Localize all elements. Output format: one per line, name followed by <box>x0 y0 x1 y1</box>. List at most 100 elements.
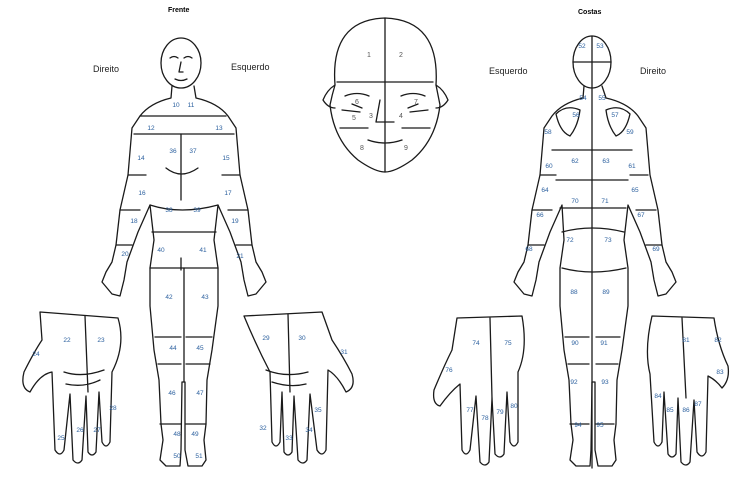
region-number-52: 52 <box>578 43 586 50</box>
region-number-20: 20 <box>121 251 129 258</box>
region-number-64: 64 <box>541 187 549 194</box>
region-number-85: 85 <box>666 407 674 414</box>
region-number-5: 5 <box>352 115 356 122</box>
region-number-71: 71 <box>601 198 609 205</box>
region-number-36: 36 <box>169 148 177 155</box>
region-number-60: 60 <box>545 163 553 170</box>
region-number-42: 42 <box>165 294 173 301</box>
region-number-17: 17 <box>224 190 232 197</box>
head-detail <box>323 18 448 172</box>
region-number-43: 43 <box>201 294 209 301</box>
region-number-12: 12 <box>147 125 155 132</box>
region-number-4: 4 <box>399 113 403 120</box>
region-number-33: 33 <box>285 435 293 442</box>
region-number-1: 1 <box>367 52 371 59</box>
region-number-53: 53 <box>596 43 604 50</box>
region-number-35: 35 <box>314 407 322 414</box>
region-number-8: 8 <box>360 145 364 152</box>
region-number-87: 87 <box>694 401 702 408</box>
region-number-78: 78 <box>481 415 489 422</box>
region-number-61: 61 <box>628 163 636 170</box>
region-number-75: 75 <box>504 340 512 347</box>
region-number-31: 31 <box>340 349 348 356</box>
region-number-11: 11 <box>188 102 195 109</box>
region-number-94: 94 <box>574 422 582 429</box>
region-number-28: 28 <box>109 405 117 412</box>
region-number-41: 41 <box>199 247 207 254</box>
region-number-40: 40 <box>157 247 165 254</box>
region-number-69: 69 <box>652 246 660 253</box>
region-number-32: 32 <box>259 425 267 432</box>
region-number-22: 22 <box>63 337 71 344</box>
region-number-16: 16 <box>138 190 146 197</box>
region-number-6: 6 <box>355 99 359 106</box>
region-number-34: 34 <box>305 427 313 434</box>
region-number-21: 21 <box>236 253 244 260</box>
region-number-51: 51 <box>195 453 203 460</box>
region-number-63: 63 <box>602 158 610 165</box>
region-number-44: 44 <box>169 345 177 352</box>
region-number-13: 13 <box>215 125 223 132</box>
region-number-48: 48 <box>173 431 181 438</box>
region-number-93: 93 <box>601 379 609 386</box>
region-number-58: 58 <box>544 129 552 136</box>
region-number-82: 82 <box>714 337 722 344</box>
region-number-92: 92 <box>570 379 578 386</box>
region-number-65: 65 <box>631 187 639 194</box>
region-number-66: 66 <box>536 212 544 219</box>
region-number-50: 50 <box>173 453 181 460</box>
region-number-84: 84 <box>654 393 662 400</box>
region-number-7: 7 <box>414 99 418 106</box>
region-number-9: 9 <box>404 145 408 152</box>
region-number-14: 14 <box>137 155 145 162</box>
region-number-37: 37 <box>189 148 197 155</box>
region-number-90: 90 <box>571 340 579 347</box>
region-number-27: 27 <box>93 427 101 434</box>
region-number-88: 88 <box>570 289 578 296</box>
region-number-89: 89 <box>602 289 610 296</box>
region-number-56: 56 <box>572 112 580 119</box>
region-number-24: 24 <box>32 351 40 358</box>
front-right-palm <box>23 312 121 463</box>
region-number-70: 70 <box>571 198 579 205</box>
region-number-77: 77 <box>466 407 474 414</box>
region-number-45: 45 <box>196 345 204 352</box>
region-number-80: 80 <box>510 403 518 410</box>
region-number-26: 26 <box>76 427 84 434</box>
region-number-2: 2 <box>399 52 403 59</box>
region-number-62: 62 <box>571 158 579 165</box>
region-number-29: 29 <box>262 335 270 342</box>
region-number-59: 59 <box>626 129 634 136</box>
region-number-47: 47 <box>196 390 204 397</box>
region-number-81: 81 <box>682 337 690 344</box>
region-number-38: 38 <box>165 207 173 214</box>
back-left-hand <box>434 316 525 465</box>
region-number-23: 23 <box>97 337 105 344</box>
region-number-3: 3 <box>369 113 373 120</box>
region-number-18: 18 <box>130 218 138 225</box>
region-number-49: 49 <box>191 431 199 438</box>
region-number-19: 19 <box>231 218 239 225</box>
region-number-57: 57 <box>611 112 619 119</box>
region-number-91: 91 <box>600 340 608 347</box>
region-number-30: 30 <box>298 335 306 342</box>
region-number-79: 79 <box>496 409 504 416</box>
region-number-15: 15 <box>222 155 230 162</box>
region-number-55: 55 <box>598 95 606 102</box>
region-number-73: 73 <box>604 237 612 244</box>
region-number-68: 68 <box>525 246 533 253</box>
region-number-83: 83 <box>716 369 724 376</box>
region-number-39: 39 <box>193 207 201 214</box>
region-number-10: 10 <box>172 102 180 109</box>
region-number-74: 74 <box>472 340 480 347</box>
region-number-46: 46 <box>168 390 176 397</box>
region-number-25: 25 <box>57 435 65 442</box>
region-number-67: 67 <box>637 212 645 219</box>
region-number-95: 95 <box>596 422 604 429</box>
region-number-72: 72 <box>566 237 574 244</box>
region-number-86: 86 <box>682 407 690 414</box>
region-number-76: 76 <box>445 367 453 374</box>
region-number-54: 54 <box>579 95 587 102</box>
